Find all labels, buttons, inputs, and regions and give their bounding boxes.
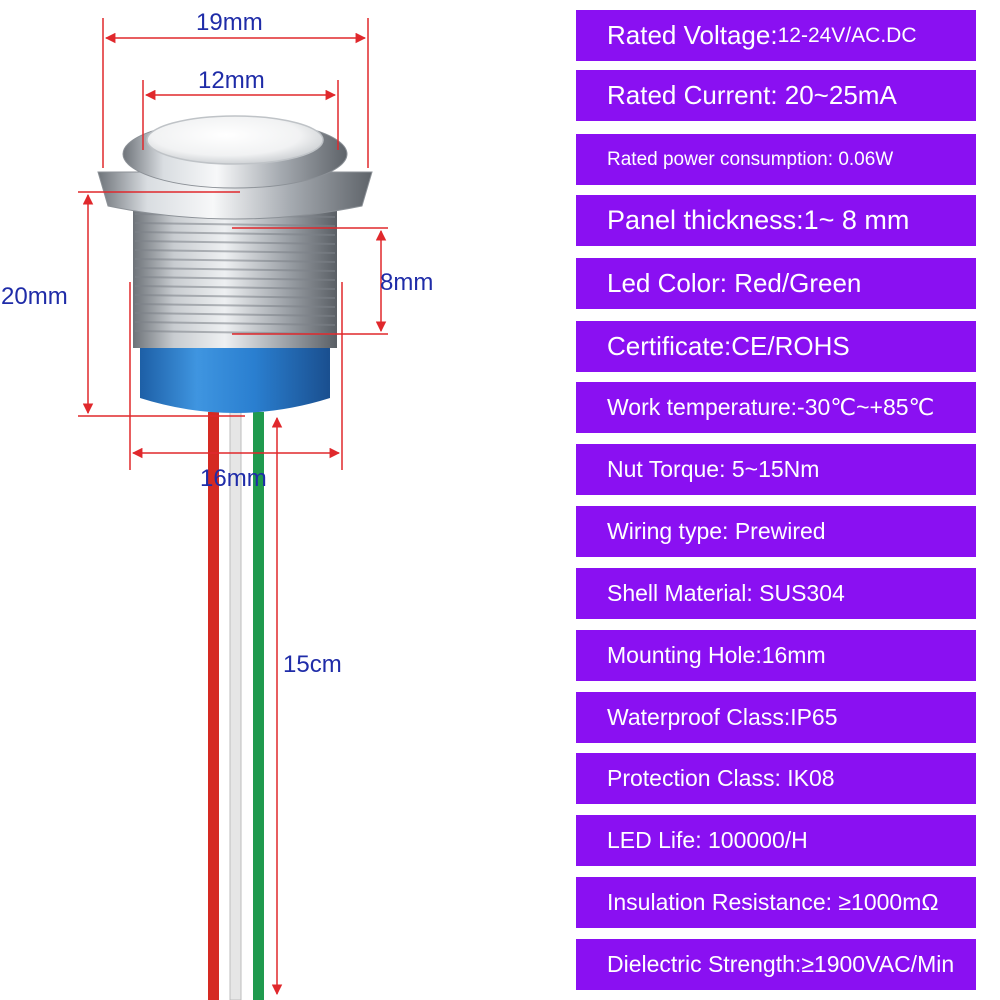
spec-value: CE/ROHS xyxy=(731,331,850,361)
spec-separator: : xyxy=(790,394,798,420)
spec-rated-current: Rated Current: 20~25mA xyxy=(576,70,976,121)
spec-separator: : xyxy=(724,331,732,361)
spec-separator: : xyxy=(722,518,735,544)
spec-nut-torque: Nut Torque: 5~15Nm xyxy=(576,444,976,495)
spec-rated-power: Rated power consumption: 0.06W xyxy=(576,134,976,185)
hex-nut-flange xyxy=(97,171,373,220)
label-8mm: 8mm xyxy=(380,269,433,296)
spec-value: 100000/H xyxy=(708,827,808,853)
spec-separator: : xyxy=(774,765,788,791)
spec-label: Work temperature xyxy=(607,394,791,420)
spec-value: 0.06W xyxy=(838,148,894,170)
spec-wiring-type: Wiring type: Prewired xyxy=(576,506,976,557)
spec-label: Mounting Hole xyxy=(607,642,756,668)
spec-insulation-resistance: Insulation Resistance: ≥1000mΩ xyxy=(576,877,976,928)
label-12mm: 12mm xyxy=(198,67,265,94)
spec-label: Rated power consumption xyxy=(607,148,828,170)
spec-separator: : xyxy=(783,704,791,730)
label-16mm: 16mm xyxy=(200,465,267,492)
spec-label: Nut Torque xyxy=(607,456,720,482)
spec-label: LED Life xyxy=(607,827,696,853)
spec-shell-material: Shell Material: SUS304 xyxy=(576,568,976,619)
spec-separator: : xyxy=(770,80,785,110)
white-wire xyxy=(229,411,242,1000)
spec-mounting-hole: Mounting Hole:16mm xyxy=(576,630,976,681)
spec-work-temperature: Work temperature:-30℃~+85℃ xyxy=(576,382,976,433)
dimension-labels: 19mm 12mm 20mm 8mm 16mm 15cm xyxy=(1,9,433,678)
spec-value: 1~ 8 mm xyxy=(803,205,910,235)
spec-value: ≥1000mΩ xyxy=(838,889,939,915)
spec-value: IK08 xyxy=(787,765,835,791)
label-19mm: 19mm xyxy=(196,9,263,36)
spec-label: Dielectric Strength xyxy=(607,951,795,977)
spec-waterproof-class: Waterproof Class:IP65 xyxy=(576,692,976,743)
spec-separator: : xyxy=(746,580,760,606)
spec-led-life: LED Life: 100000/H xyxy=(576,815,976,866)
spec-label: Rated Current xyxy=(607,80,771,110)
switch-dimension-diagram: 19mm 12mm 20mm 8mm 16mm 15cm xyxy=(1,9,433,1000)
spec-dielectric-strength: Dielectric Strength:≥1900VAC/Min xyxy=(576,939,976,990)
spec-value: 20~25mA xyxy=(784,80,897,110)
spec-label: Rated Voltage xyxy=(607,20,771,50)
green-wire xyxy=(253,412,264,1000)
spec-protection-class: Protection Class: IK08 xyxy=(576,753,976,804)
spec-label: Shell Material xyxy=(607,580,747,606)
spec-label: Led Color xyxy=(607,268,720,298)
spec-value: Prewired xyxy=(734,518,826,544)
spec-value: IP65 xyxy=(790,704,838,730)
spec-value: 5~15Nm xyxy=(731,456,820,482)
spec-value: 16mm xyxy=(761,642,826,668)
spec-value: -30℃~+85℃ xyxy=(797,394,935,420)
wires xyxy=(208,411,264,1000)
spec-label: Protection Class xyxy=(607,765,775,791)
spec-separator: : xyxy=(825,889,839,915)
spec-value: ≥1900VAC/Min xyxy=(801,951,955,977)
spec-label: Certificate xyxy=(607,331,725,361)
spec-separator: : xyxy=(827,148,839,170)
switch-body xyxy=(97,115,373,413)
spec-value: 12-24V/AC.DC xyxy=(777,23,917,47)
spec-separator: : xyxy=(695,827,708,853)
spec-separator: : xyxy=(755,642,762,668)
spec-separator: : xyxy=(796,205,804,235)
label-15cm: 15cm xyxy=(283,651,342,678)
spec-led-color: Led Color: Red/Green xyxy=(576,258,976,309)
spec-label: Insulation Resistance xyxy=(607,889,826,915)
spec-value: SUS304 xyxy=(759,580,845,606)
spec-panel-thickness: Panel thickness:1~ 8 mm xyxy=(576,195,976,246)
red-wire xyxy=(208,412,219,1000)
lens xyxy=(146,115,324,165)
spec-separator: : xyxy=(794,951,802,977)
spec-separator: : xyxy=(770,20,778,50)
label-20mm: 20mm xyxy=(1,283,68,310)
spec-value: Red/Green xyxy=(734,268,862,298)
blue-base xyxy=(140,340,330,413)
dimension-lines xyxy=(78,18,388,996)
spec-rated-voltage: Rated Voltage:12-24V/AC.DC xyxy=(576,10,976,61)
spec-separator: : xyxy=(719,456,732,482)
spec-separator: : xyxy=(719,268,735,298)
spec-label: Panel thickness xyxy=(607,205,797,235)
spec-label: Waterproof Class xyxy=(607,704,784,730)
spec-certificate: Certificate:CE/ROHS xyxy=(576,321,976,372)
spec-label: Wiring type xyxy=(607,518,723,544)
